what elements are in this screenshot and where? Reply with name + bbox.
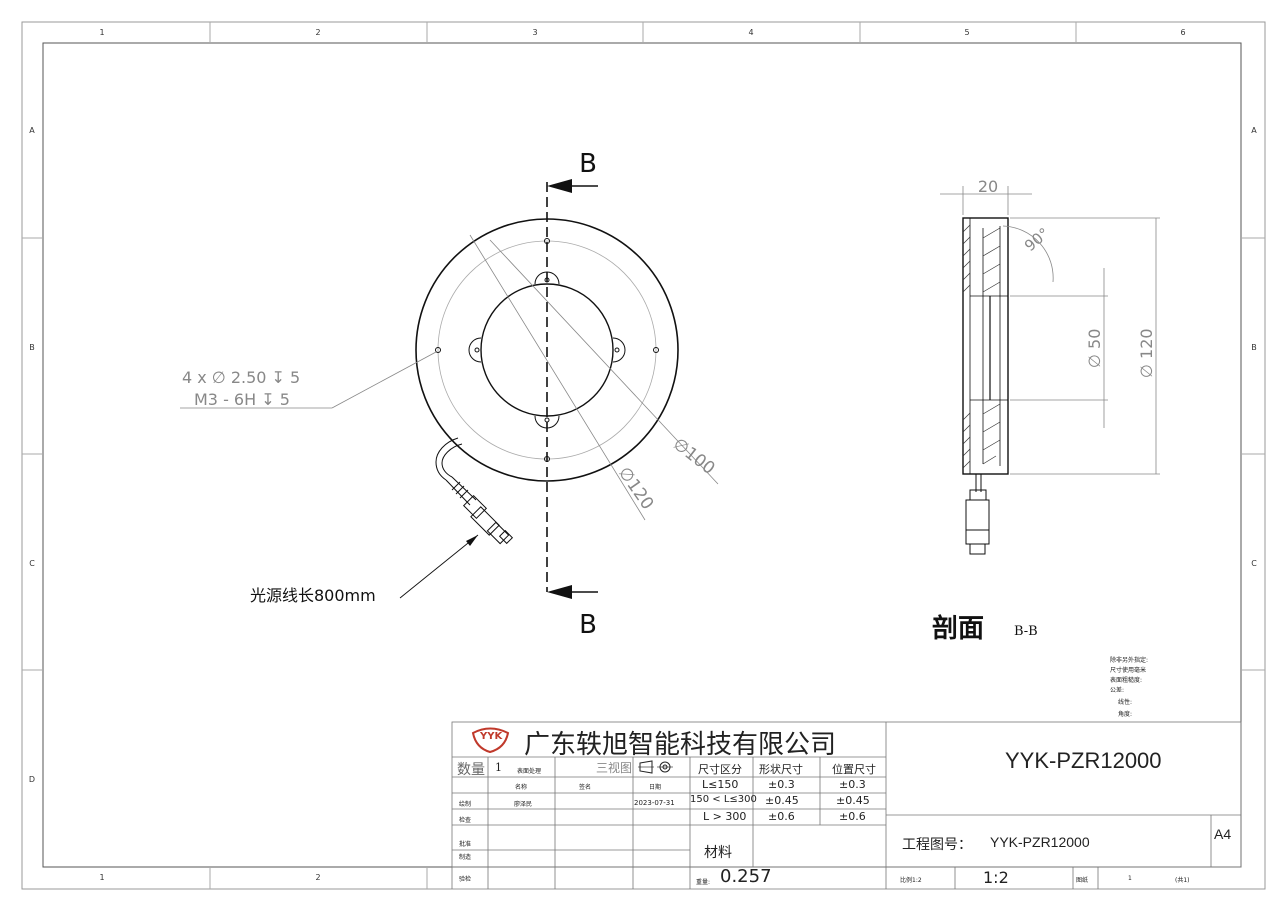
zone-col-1-top: 1 bbox=[99, 28, 104, 37]
tol-row3-position: ±0.6 bbox=[839, 810, 866, 823]
tol-row3-range: L > 300 bbox=[703, 810, 747, 823]
tol-row1-range: L≤150 bbox=[702, 778, 739, 791]
sign-label: 签名 bbox=[579, 784, 592, 791]
zone-row-a-left: A bbox=[29, 126, 35, 135]
scale-label: 比例1:2 bbox=[900, 877, 922, 884]
sheet-number: 1 bbox=[1128, 875, 1132, 882]
tol-row1-position: ±0.3 bbox=[839, 778, 866, 791]
hole-note-line2: M3 - 6H ↧ 5 bbox=[194, 390, 290, 409]
note-line-1: 除非另外指定: bbox=[1110, 656, 1148, 664]
hole-note-leader bbox=[331, 351, 437, 409]
dim-outer-diameter-label: ∅ 120 bbox=[1137, 328, 1156, 378]
dim-pcd-label: ∅100 bbox=[669, 434, 719, 479]
section-arrow-bottom bbox=[547, 585, 598, 599]
dim-outer-label: ∅120 bbox=[614, 463, 657, 513]
tol-head-2: 形状尺寸 bbox=[759, 763, 803, 776]
cable-note-leader bbox=[399, 534, 479, 599]
qty-value: 1 bbox=[495, 761, 502, 774]
section-label-top: B bbox=[579, 149, 597, 179]
tol-row1-form: ±0.3 bbox=[768, 778, 795, 791]
note-line-5: 线性: bbox=[1118, 698, 1132, 706]
zone-row-d-left: D bbox=[29, 775, 35, 784]
qty-label: 数量 bbox=[457, 762, 485, 778]
approve-label: 批准 bbox=[459, 841, 472, 848]
tol-row2-range: 150 < L≤300 bbox=[690, 794, 757, 805]
zone-row-b-right: B bbox=[1251, 343, 1257, 352]
section-outline bbox=[962, 217, 1009, 475]
dim-angle-label: 90° bbox=[1021, 224, 1053, 255]
tol-row2-form: ±0.45 bbox=[765, 794, 799, 807]
projection-symbol-icon bbox=[638, 760, 673, 774]
dim-leader-outer bbox=[469, 234, 646, 521]
company-logo bbox=[471, 727, 510, 754]
zone-row-c-left: C bbox=[29, 559, 35, 568]
drawing-no-label: 工程图号： bbox=[902, 837, 972, 853]
three-view-label: 三视图 bbox=[596, 761, 633, 775]
zone-row-b-left: B bbox=[29, 343, 35, 352]
zone-col-1-bottom: 1 bbox=[99, 873, 104, 882]
sheet-label: 图纸 bbox=[1076, 877, 1089, 884]
sheet-total: (共1) bbox=[1175, 877, 1190, 884]
tol-row3-form: ±0.6 bbox=[768, 810, 795, 823]
note-line-4: 公差: bbox=[1110, 686, 1124, 694]
zone-grid-lines bbox=[22, 22, 1265, 889]
zone-col-2-bottom: 2 bbox=[315, 873, 320, 882]
section-title: 剖面 bbox=[932, 613, 984, 644]
material-label: 材料 bbox=[704, 845, 732, 861]
zone-row-c-right: C bbox=[1251, 559, 1257, 568]
zone-col-6-top: 6 bbox=[1180, 28, 1185, 37]
dim-inner-diameter-label: ∅ 50 bbox=[1085, 329, 1104, 368]
weight-label: 重量: bbox=[696, 879, 711, 886]
zone-col-2-top: 2 bbox=[315, 28, 320, 37]
general-notes: 除非另外指定: 尺寸使用毫米 表面粗糙度: 公差: 线性: 角度: bbox=[1110, 656, 1148, 718]
name-label: 名称 bbox=[515, 784, 528, 791]
dim-leader-pcd bbox=[489, 239, 719, 485]
zone-col-5-top: 5 bbox=[964, 28, 969, 37]
section-view: 20 90° ∅ 50 ∅ 120 剖面 B-B bbox=[932, 177, 1160, 644]
section-title-suffix: B-B bbox=[1014, 624, 1038, 639]
section-arrow-top bbox=[547, 179, 598, 193]
zone-row-a-right: A bbox=[1251, 126, 1257, 135]
date-label: 日期 bbox=[649, 784, 662, 791]
title-block-grid bbox=[451, 721, 1242, 889]
note-line-6: 角度: bbox=[1118, 710, 1132, 718]
draw-label: 绘制 bbox=[459, 801, 472, 808]
inspect-label: 验检 bbox=[459, 876, 472, 883]
check-label: 检查 bbox=[459, 817, 472, 824]
section-dims bbox=[940, 186, 1160, 475]
cable-note-arrow bbox=[466, 535, 478, 546]
zone-col-3-top: 3 bbox=[532, 28, 537, 37]
tol-head-1: 尺寸区分 bbox=[698, 763, 742, 776]
cable-length-note: 光源线长800mm bbox=[250, 586, 376, 605]
part-title: YYK-PZR12000 bbox=[1005, 748, 1162, 773]
company-name: 广东轶旭智能科技有限公司 bbox=[524, 730, 837, 760]
section-cable bbox=[965, 474, 990, 555]
logo-text: YYK bbox=[480, 731, 503, 742]
section-label-bottom: B bbox=[579, 610, 597, 640]
cable-assembly bbox=[435, 437, 514, 545]
front-view: B B ∅100 ∅120 4 x ∅ 2.50 ↧ 5 M3 - 6H ↧ 5… bbox=[180, 149, 718, 640]
zone-col-4-top: 4 bbox=[748, 28, 753, 37]
scale-value: 1:2 bbox=[983, 868, 1009, 887]
hole-note-line1: 4 x ∅ 2.50 ↧ 5 bbox=[182, 368, 300, 387]
note-line-3: 表面粗糙度: bbox=[1110, 676, 1142, 684]
paper-size: A4 bbox=[1214, 826, 1232, 842]
drawing-date: 2023-07-31 bbox=[634, 799, 675, 807]
drawing-no: YYK-PZR12000 bbox=[990, 834, 1090, 850]
tol-row2-position: ±0.45 bbox=[836, 794, 870, 807]
note-line-2: 尺寸使用毫米 bbox=[1110, 666, 1146, 674]
tol-head-3: 位置尺寸 bbox=[832, 763, 876, 776]
weight-value: 0.257 bbox=[720, 866, 772, 887]
surface-label: 表面处理 bbox=[517, 768, 542, 775]
drawer-name: 廖泽民 bbox=[514, 801, 533, 808]
section-hatch bbox=[962, 224, 1001, 469]
dim-width-label: 20 bbox=[978, 177, 998, 196]
make-label: 制造 bbox=[459, 854, 472, 861]
